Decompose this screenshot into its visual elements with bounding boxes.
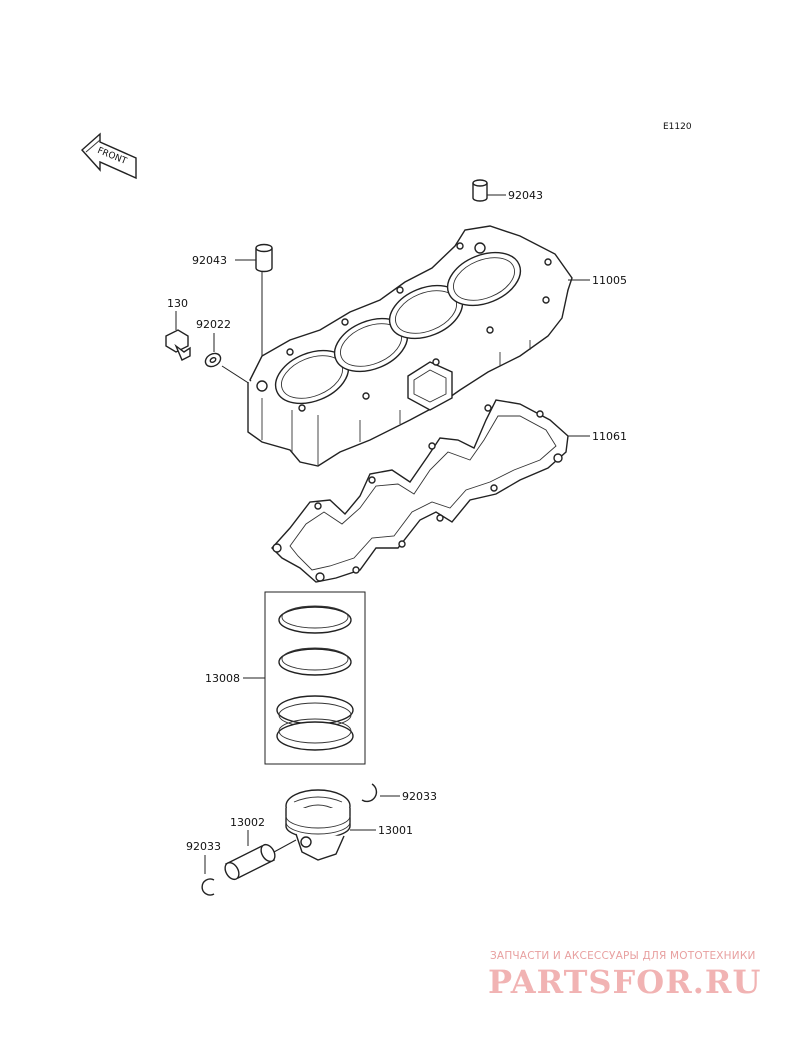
diagram-code: E1120 — [663, 122, 692, 132]
leader-pin-2 — [273, 839, 297, 853]
bolt-part — [165, 329, 191, 361]
piston-pin — [224, 843, 276, 881]
watermark-logo: PARTSFOR.RU — [488, 963, 762, 1001]
piston-part — [285, 789, 351, 861]
label-dowel-left: 92043 — [192, 254, 227, 267]
leader-washer-2 — [221, 365, 251, 385]
watermark-tagline: ЗАПЧАСТИ И АКСЕССУАРЫ ДЛЯ МОТОТЕХНИКИ — [490, 950, 756, 962]
label-circlip-left: 92033 — [186, 840, 221, 853]
label-dowel-top: 92043 — [508, 189, 543, 202]
cylinder-gasket — [271, 399, 569, 583]
dowel-pin-left — [255, 243, 273, 273]
label-ring-set: 13008 — [205, 672, 240, 685]
circlip-right — [361, 783, 378, 803]
washer-part — [204, 352, 222, 368]
label-piston: 13001 — [378, 824, 413, 837]
label-cylinder: 11005 — [592, 274, 627, 287]
circlip-left — [201, 878, 215, 896]
label-gasket: 11061 — [592, 430, 627, 443]
label-pin: 13002 — [230, 816, 265, 829]
front-arrow-icon: FRONT — [81, 132, 137, 180]
label-circlip-right: 92033 — [402, 790, 437, 803]
cylinder-block — [247, 225, 573, 467]
label-bolt: 130 — [167, 297, 188, 310]
piston-rings — [276, 605, 354, 751]
dowel-pin-top — [472, 179, 488, 202]
label-washer: 92022 — [196, 318, 231, 331]
